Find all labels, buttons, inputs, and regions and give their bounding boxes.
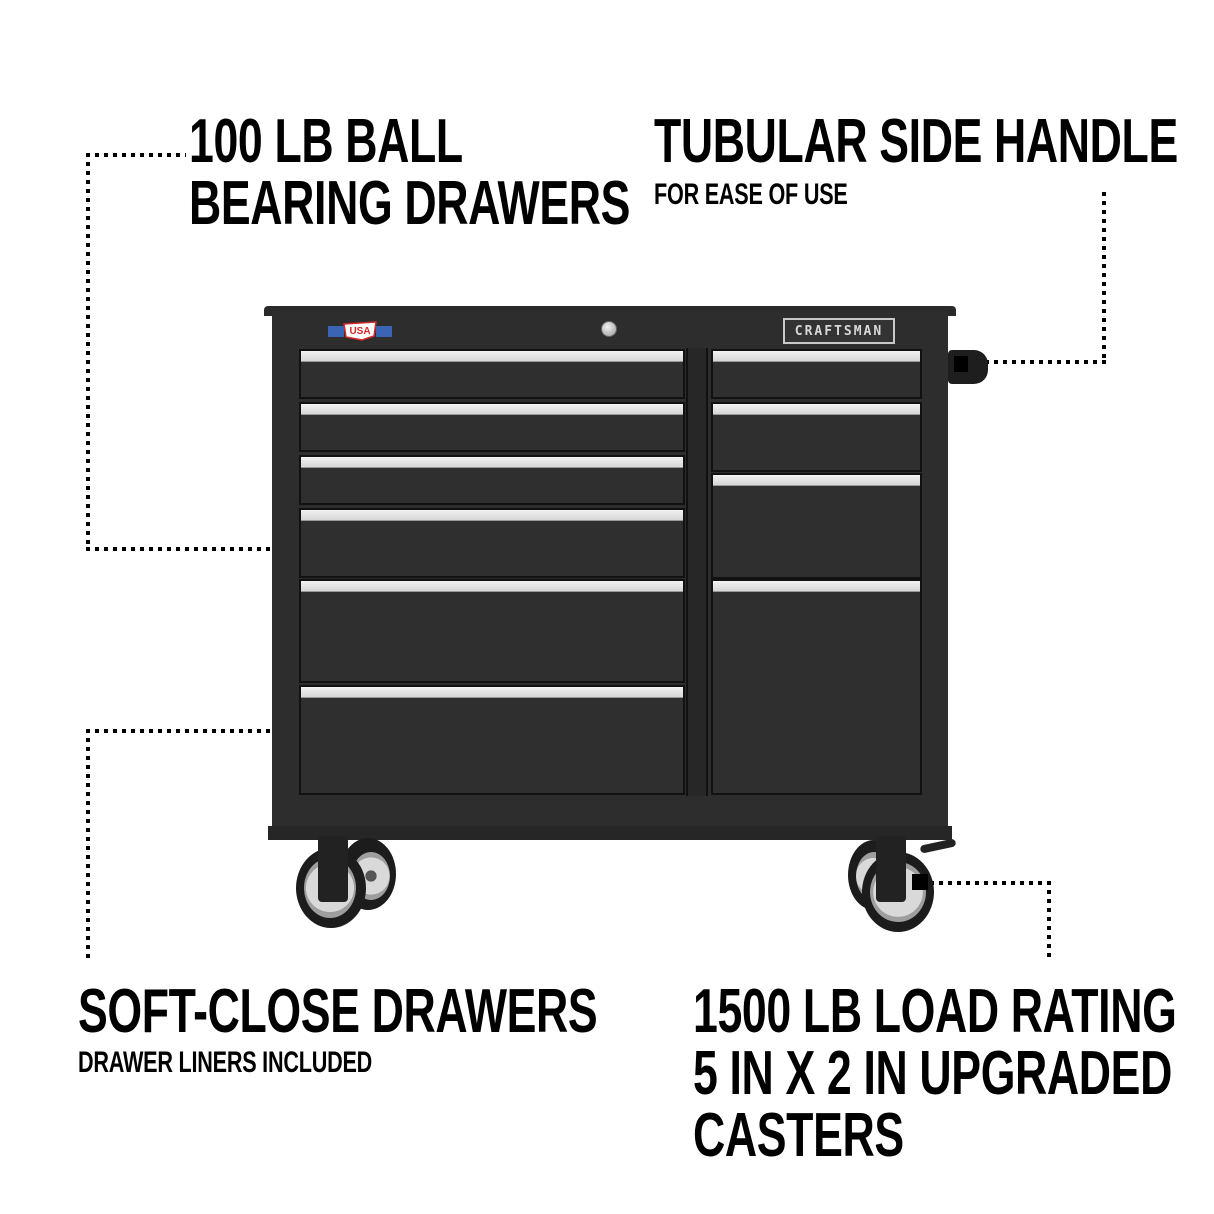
drawer-pull[interactable] — [301, 581, 683, 592]
drawer-pull[interactable] — [713, 581, 920, 592]
callout-side-handle-subtitle: FOR EASE OF USE — [654, 178, 848, 211]
cabinet-base — [268, 826, 952, 840]
right-drawer-1[interactable] — [711, 349, 922, 399]
callout-soft-close-subtitle: DRAWER LINERS INCLUDED — [78, 1046, 373, 1079]
left-drawer-6[interactable] — [299, 685, 685, 795]
drawer-pull[interactable] — [713, 475, 920, 486]
leader-line-handle-vertical — [1102, 192, 1106, 362]
drawer-pull[interactable] — [301, 687, 683, 698]
drawer-pull[interactable] — [713, 404, 920, 415]
drawer-pull[interactable] — [301, 457, 683, 468]
leader-line-casters-vertical — [1047, 881, 1051, 961]
left-drawer-2[interactable] — [299, 402, 685, 452]
leader-line-handle-horizontal — [985, 360, 1106, 364]
callout-load-rating-line1: 1500 LB LOAD RATING — [693, 977, 1177, 1046]
drawer-pull[interactable] — [301, 404, 683, 415]
caster-fork — [318, 836, 348, 902]
callout-load-rating-line3: CASTERS — [693, 1101, 904, 1170]
callout-load-rating-line2: 5 IN X 2 IN UPGRADED — [693, 1039, 1172, 1108]
leader-line-soft-close-top — [86, 729, 362, 733]
left-drawer-3[interactable] — [299, 455, 685, 505]
callout-soft-close-title: SOFT-CLOSE DRAWERS — [78, 977, 598, 1046]
right-drawer-3[interactable] — [711, 473, 922, 579]
left-drawer-4[interactable] — [299, 508, 685, 578]
drawer-pull[interactable] — [301, 510, 683, 521]
caster-fork — [876, 836, 906, 902]
left-drawer-5[interactable] — [299, 579, 685, 683]
leader-line-ball-bearing-bottom — [86, 547, 386, 551]
svg-text:USA: USA — [349, 326, 370, 337]
callout-ball-bearing-title-line2: BEARING DRAWERS — [189, 169, 631, 238]
callout-ball-bearing-title-line1: 100 LB BALL — [189, 107, 463, 176]
callout-marker-casters — [912, 874, 928, 890]
drawer-pull[interactable] — [713, 351, 920, 362]
leader-line-ball-bearing-vertical — [86, 153, 90, 549]
usa-badge-icon: USA — [328, 321, 392, 341]
right-drawer-4[interactable] — [711, 579, 922, 795]
left-drawer-1[interactable] — [299, 349, 685, 399]
leader-line-casters-horizontal — [930, 881, 1050, 885]
callout-side-handle-title: TUBULAR SIDE HANDLE — [654, 107, 1178, 176]
drawer-pull[interactable] — [301, 351, 683, 362]
right-drawer-2[interactable] — [711, 402, 922, 472]
lock-icon[interactable] — [601, 321, 617, 337]
leader-line-soft-close-vertical — [86, 729, 90, 961]
leader-line-ball-bearing-top — [86, 153, 186, 157]
cabinet-divider — [686, 348, 708, 796]
handle-marker — [954, 356, 968, 372]
caster-brake-lever[interactable] — [919, 838, 957, 854]
brand-plate: CRAFTSMAN — [783, 318, 895, 344]
